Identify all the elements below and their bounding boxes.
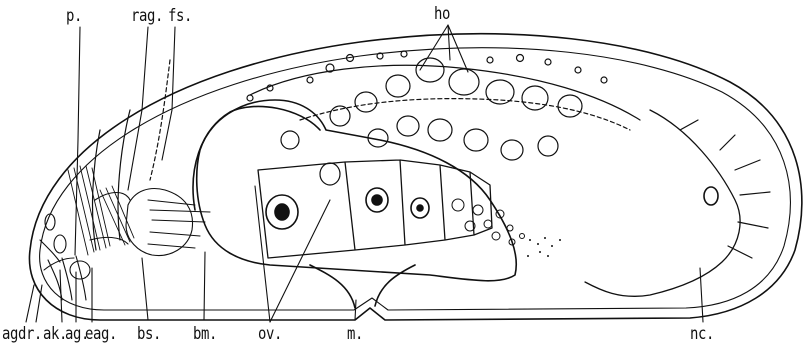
label-rag: rag.: [131, 8, 163, 25]
label-eag: eag.: [85, 326, 117, 343]
label-fs: fs.: [168, 8, 192, 25]
nc-structure: [585, 110, 740, 296]
label-ov: ov.: [258, 326, 282, 343]
oocyte-3-nucleus: [417, 205, 423, 211]
nc-branches: [680, 120, 770, 258]
stipple: [527, 237, 561, 257]
label-ho: ho: [434, 6, 450, 23]
label-nc: nc.: [690, 326, 714, 343]
yolk-lobe: [193, 106, 320, 210]
label-m: m.: [347, 326, 363, 343]
small-oocytes: [452, 199, 525, 245]
oocyte-2-nucleus: [372, 195, 382, 205]
label-bs: bs.: [137, 326, 161, 343]
label-p: p.: [66, 8, 82, 25]
ovary-outer: [197, 100, 517, 281]
nc-node: [704, 187, 718, 205]
hatched-glands: [68, 166, 134, 255]
fs-strand: [150, 60, 170, 180]
label-ak: ak.: [43, 326, 67, 343]
genital-ducts: [40, 214, 90, 300]
leader-lines: [26, 25, 703, 322]
label-bm: bm.: [193, 326, 217, 343]
label-agdr: agdr.: [2, 326, 42, 343]
inner-wall: [40, 48, 791, 310]
bulbus: [90, 189, 210, 256]
oocyte-1-nucleus: [275, 204, 289, 220]
